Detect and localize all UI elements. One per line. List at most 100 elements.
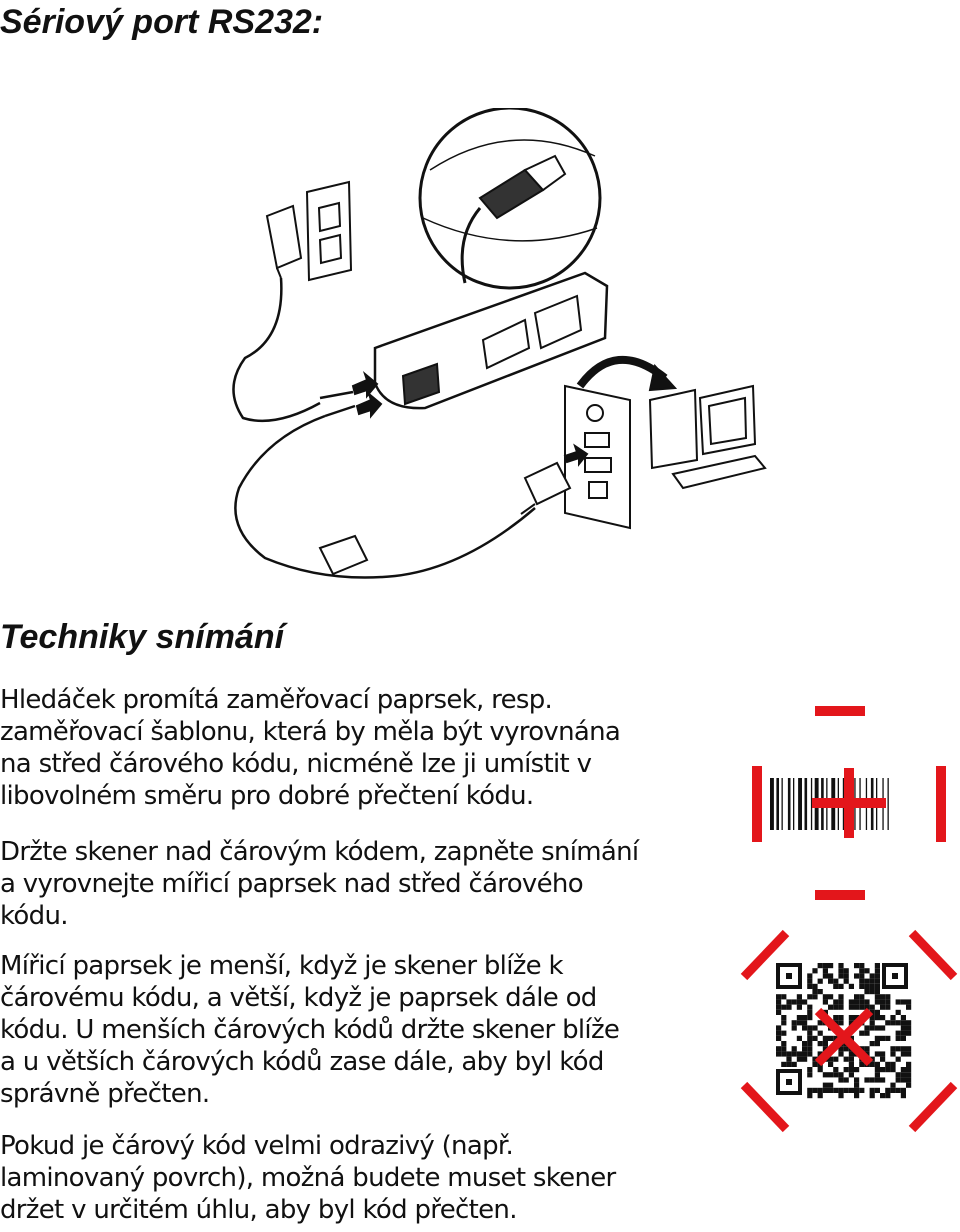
paragraph-aiming-pattern: Hledáček promítá zaměřovací paprsek, res… — [0, 684, 720, 812]
paragraph-beam-size: Mířicí paprsek je menší, když je skener … — [0, 950, 720, 1110]
qr-module — [802, 1020, 808, 1026]
qr-module — [812, 994, 818, 1000]
qr-module — [864, 1046, 870, 1052]
qr-module — [838, 1015, 844, 1021]
qr-module — [906, 1046, 912, 1052]
qr-module — [880, 1077, 886, 1083]
qr-module — [869, 1087, 875, 1093]
qr-module — [802, 999, 808, 1005]
qr-module — [859, 1030, 865, 1036]
qr-module — [874, 978, 880, 984]
qr-module — [874, 968, 880, 974]
qr-module — [838, 973, 844, 979]
qr-module — [796, 1004, 802, 1010]
cable-connector-icon — [318, 534, 369, 576]
qr-module — [843, 1067, 849, 1073]
qr-module — [791, 1025, 797, 1031]
qr-module — [822, 973, 828, 979]
paragraph-hold-scanner: Držte skener nad čárovým kódem, zapněte … — [0, 836, 720, 932]
qr-module — [843, 973, 849, 979]
qr-module — [885, 1093, 891, 1099]
qr-module — [833, 1072, 839, 1078]
qr-module — [776, 1035, 782, 1041]
qr-module — [880, 1015, 886, 1021]
qr-module — [822, 1082, 828, 1088]
qr-module — [838, 983, 844, 989]
qr-module — [906, 1051, 912, 1057]
qr-module — [838, 999, 844, 1005]
qr-module — [885, 1087, 891, 1093]
text-line: správně přečten. — [0, 1079, 210, 1109]
qr-module — [859, 983, 865, 989]
qr-module — [822, 999, 828, 1005]
qr-module — [859, 968, 865, 974]
qr-module — [854, 1015, 860, 1021]
qr-module — [869, 978, 875, 984]
qr-module — [854, 1093, 860, 1099]
qr-module — [900, 1015, 906, 1021]
qr-module — [802, 1051, 808, 1057]
qr-module — [895, 1077, 901, 1083]
qr-module — [854, 994, 860, 1000]
qr-module — [807, 1067, 813, 1073]
qr-module — [812, 1061, 818, 1067]
qr-module — [828, 973, 834, 979]
qr-module — [781, 1051, 787, 1057]
qr-module — [807, 1051, 813, 1057]
qr-module — [822, 1046, 828, 1052]
arrow-icon — [355, 390, 383, 419]
qr-module — [906, 1067, 912, 1073]
qr-module — [885, 1020, 891, 1026]
qr-module — [833, 1056, 839, 1062]
qr-module — [874, 1035, 880, 1041]
aiming-pattern-icon — [752, 706, 946, 900]
qr-module — [874, 994, 880, 1000]
qr-module — [874, 973, 880, 979]
qr-module — [786, 1061, 792, 1067]
arrow-icon — [351, 370, 379, 399]
qr-module — [895, 1072, 901, 1078]
qr-module — [880, 994, 886, 1000]
barcode-bar — [770, 778, 774, 830]
qr-module — [880, 999, 886, 1005]
qr-module — [895, 999, 901, 1005]
qr-module — [900, 1046, 906, 1052]
qr-module — [828, 978, 834, 984]
qr-module — [833, 1035, 839, 1041]
qr-module — [833, 999, 839, 1005]
qr-module — [807, 1009, 813, 1015]
qr-module — [786, 1056, 792, 1062]
qr-module — [854, 1067, 860, 1073]
qr-module — [776, 1004, 782, 1010]
qr-module — [807, 1072, 813, 1078]
qr-module — [838, 1087, 844, 1093]
qr-module — [833, 1067, 839, 1073]
qr-module — [874, 999, 880, 1005]
qr-module — [833, 1004, 839, 1010]
qr-module — [838, 1004, 844, 1010]
qr-module — [817, 963, 823, 969]
qr-module — [890, 1046, 896, 1052]
barcode-bar — [787, 778, 791, 830]
qr-module — [791, 1061, 797, 1067]
qr-module — [802, 1056, 808, 1062]
qr-module — [838, 1051, 844, 1057]
qr-module — [874, 983, 880, 989]
qr-module — [900, 1030, 906, 1036]
qr-module — [854, 973, 860, 979]
barcode-bar — [781, 778, 783, 830]
qr-module — [854, 1082, 860, 1088]
qr-module — [874, 1072, 880, 1078]
qr-module — [817, 1067, 823, 1073]
qr-module — [874, 989, 880, 995]
qr-module — [833, 983, 839, 989]
qr-module — [817, 1020, 823, 1026]
qr-module — [885, 1035, 891, 1041]
qr-module — [890, 1020, 896, 1026]
qr-module — [854, 999, 860, 1005]
text-line: na střed čárového kódu, nicméně lze ji u… — [0, 749, 592, 779]
qr-module — [838, 1077, 844, 1083]
qr-module — [864, 1077, 870, 1083]
qr-module — [781, 994, 787, 1000]
qr-module — [895, 1030, 901, 1036]
